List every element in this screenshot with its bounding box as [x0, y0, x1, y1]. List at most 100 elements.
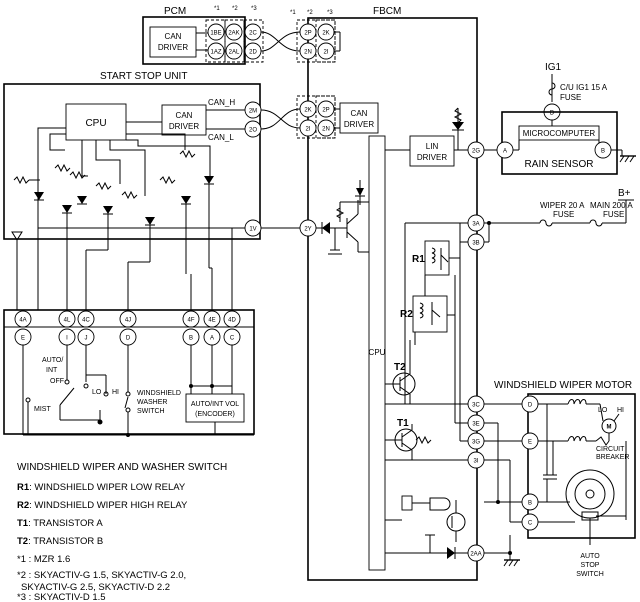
fbcm-pin-3i: 3I — [467, 451, 485, 469]
svg-text:3A: 3A — [472, 222, 479, 228]
switch-pin-d: D — [119, 328, 137, 346]
switch-pin-a: A — [203, 328, 221, 346]
fbcm-pin-2g: 2G — [467, 141, 485, 159]
svg-text:2C: 2C — [249, 31, 257, 37]
svg-text:AUTO/: AUTO/ — [42, 357, 63, 364]
svg-text:(ENCODER): (ENCODER) — [195, 411, 235, 418]
svg-text:*3: *3 — [327, 10, 333, 16]
fbcm-pin-2p-top: 2P — [299, 23, 317, 41]
ssu-pin-2o: 2O — [244, 120, 262, 138]
svg-text:J: J — [85, 336, 88, 342]
svg-text:C: C — [230, 336, 235, 342]
svg-text:1V: 1V — [249, 227, 256, 233]
switch-title: WINDSHIELD WIPER AND WASHER SWITCH — [17, 462, 227, 473]
wiper-fuse-label-1: WIPER 20 A — [540, 201, 585, 210]
switch-pin-4d: 4D — [223, 310, 241, 328]
wiper-fuse-label-2: FUSE — [553, 210, 574, 219]
fbcm-pin-3e: 3E — [467, 414, 485, 432]
switch-pin-e: E — [14, 328, 32, 346]
svg-text:OFF: OFF — [50, 378, 64, 385]
motor-m-label: M — [607, 425, 612, 431]
switch-pin-i: I — [58, 328, 76, 346]
ssu-title: START STOP UNIT — [100, 71, 187, 82]
can-h-label: CAN_H — [208, 98, 235, 107]
svg-text:C: C — [528, 521, 533, 527]
ssu-cpu-label: CPU — [85, 118, 106, 129]
switch-pin-4j: 4J — [119, 310, 137, 328]
switch-pin-c: C — [223, 328, 241, 346]
r2-label: R2 — [400, 309, 413, 320]
svg-text:E: E — [21, 336, 25, 342]
svg-text:2AA: 2AA — [470, 552, 481, 558]
pcm-title: PCM — [164, 6, 186, 17]
fbcm-pin-2i-mid: 2I — [299, 119, 317, 137]
ig1-fuse-label-2: FUSE — [560, 93, 581, 102]
wiper-switch: 4A 4L 4C 4J 4F 4E 4D E I J D B A C AUTO/… — [3, 309, 255, 437]
ssu-pin-2m: 2M — [244, 101, 262, 119]
note-1: *1 : MZR 1.6 — [17, 554, 70, 565]
svg-text:A: A — [210, 336, 214, 342]
fbcm-pin-2i-top: 2I — [317, 42, 335, 60]
fbcm-can-driver-label-1: CAN — [351, 109, 368, 118]
fbcm-pin-3g: 3G — [467, 432, 485, 450]
svg-text:BREAKER: BREAKER — [596, 454, 629, 461]
svg-text:2O: 2O — [249, 128, 257, 134]
svg-text:2I: 2I — [323, 50, 328, 56]
pcm-pin-2al: 2AL — [225, 42, 243, 60]
svg-text:4E: 4E — [208, 318, 215, 324]
svg-text:SWITCH: SWITCH — [137, 408, 165, 415]
fbcm-pin-3b: 3B — [467, 233, 485, 251]
svg-text:AUTO/INT VOL: AUTO/INT VOL — [191, 401, 239, 408]
svg-text:4L: 4L — [64, 318, 71, 324]
svg-text:E: E — [528, 440, 532, 446]
pcm-variant-3: *3 — [251, 6, 257, 12]
svg-text:2K: 2K — [322, 31, 329, 37]
ig1-label: IG1 — [545, 62, 562, 73]
svg-text:B: B — [528, 501, 532, 507]
switch-pin-4a: 4A — [14, 310, 32, 328]
svg-text:*1: *1 — [290, 10, 296, 16]
lin-driver-label-2: DRIVER — [417, 153, 447, 162]
svg-text:3C: 3C — [472, 403, 480, 409]
svg-text:4F: 4F — [187, 318, 194, 324]
fbcm-pin-2y: 2Y — [299, 219, 317, 237]
svg-text:3E: 3E — [472, 422, 479, 428]
svg-text:2P: 2P — [322, 108, 329, 114]
fbcm-pin-2aa: 2AA — [467, 544, 485, 562]
fbcm-pin-2p-mid: 2P — [317, 100, 335, 118]
legend-row-t1: T1: TRANSISTOR A — [17, 518, 103, 529]
fbcm-can-driver-label-2: DRIVER — [344, 120, 374, 129]
pcm-pin-1az: 1AZ — [207, 42, 225, 60]
switch-pin-4e: 4E — [203, 310, 221, 328]
switch-pin-4f: 4F — [182, 310, 200, 328]
t2-label: T2 — [394, 362, 406, 373]
legend: R1: WINDSHIELD WIPER LOW RELAY R2: WINDS… — [17, 482, 188, 602]
svg-text:CIRCUIT: CIRCUIT — [596, 446, 625, 453]
pcm-pin-2ak: 2AK — [225, 23, 243, 41]
switch-pin-j: J — [77, 328, 95, 346]
motor-pin-c: C — [521, 513, 539, 531]
svg-text:2N: 2N — [304, 50, 312, 56]
svg-text:STOP: STOP — [581, 562, 600, 569]
rain-pin-a: A — [496, 141, 514, 159]
pcm-pin-2d: 2D — [244, 42, 262, 60]
legend-row-t2: T2: TRANSISTOR B — [17, 536, 103, 547]
svg-text:2M: 2M — [249, 109, 257, 115]
ssu-can-driver-label-1: CAN — [176, 111, 193, 120]
svg-text:2K: 2K — [304, 108, 311, 114]
wiper-motor: WINDSHIELD WIPER MOTOR D E B C LO HI M — [484, 380, 636, 578]
svg-text:D: D — [528, 403, 533, 409]
legend-row-r2: R2: WINDSHIELD WIPER HIGH RELAY — [17, 500, 188, 511]
start-stop-unit: START STOP UNIT CPU CAN DRIVER CAN_H CAN… — [3, 71, 301, 310]
motor-pin-d: D — [521, 395, 539, 413]
svg-text:4J: 4J — [125, 318, 131, 324]
pcm-pin-1be: 1BE — [207, 23, 225, 41]
svg-text:AUTO: AUTO — [580, 553, 600, 560]
main-fuse-label-1: MAIN 200 A — [590, 201, 633, 210]
svg-text:WASHER: WASHER — [137, 399, 167, 406]
svg-text:2N: 2N — [322, 127, 330, 133]
pcm-unit: PCM CAN DRIVER 1BE 2AK 2C 1AZ 2AL 2D *1 … — [142, 6, 264, 65]
svg-text:1BE: 1BE — [210, 31, 221, 37]
svg-text:3G: 3G — [472, 440, 480, 446]
